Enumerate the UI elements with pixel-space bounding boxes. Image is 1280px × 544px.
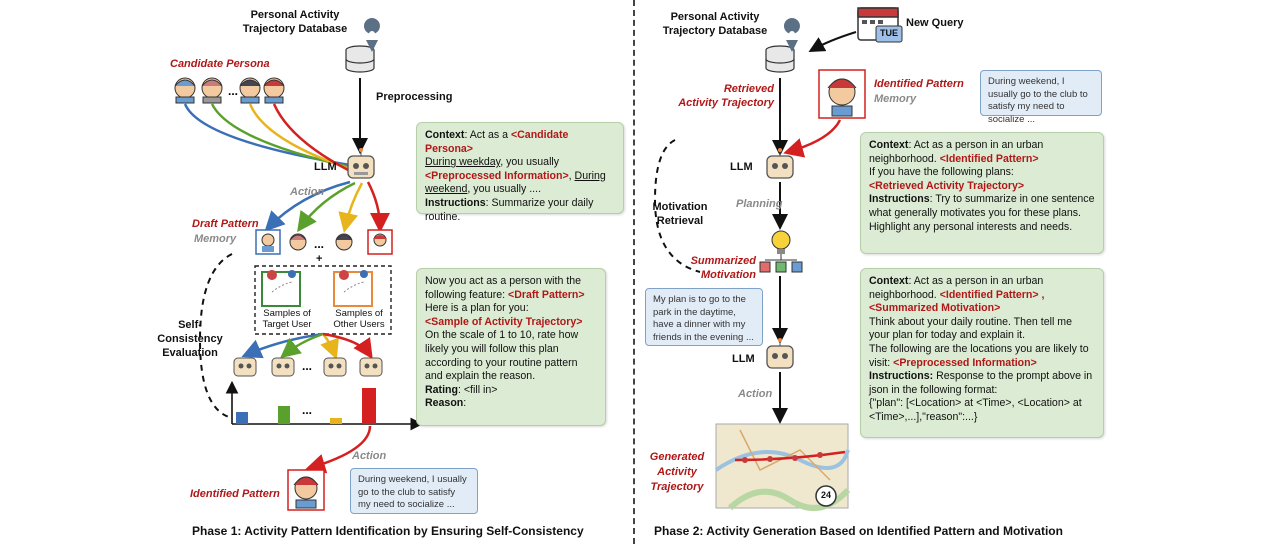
llm-label-right: LLM: [730, 161, 753, 173]
prompt-bubble-evaluation: Now you act as a person with the followi…: [416, 268, 606, 426]
samples-target-icon: [261, 270, 301, 307]
retrieved-trajectory-label: Retrieved Activity Trajectory: [678, 83, 774, 109]
motivation-retrieval-label: Motivation Retrieval: [652, 201, 708, 227]
memory-label-right: Memory: [874, 93, 917, 105]
motivation-retrieval-loop: [653, 139, 701, 273]
calendar-day: TUE: [880, 28, 898, 38]
rating-bars: ...: [236, 388, 376, 424]
self-consistency-label: Self- Consistency Evaluation: [157, 319, 223, 359]
prompt-bubble-motivation: Context: Act as a person in an urban nei…: [860, 132, 1104, 254]
llm-label-left: LLM: [314, 161, 337, 173]
preprocessing-label: Preprocessing: [376, 91, 453, 103]
rating-bar: [330, 418, 342, 424]
self-consistency-loop: [198, 253, 233, 419]
identified-pattern-label-left: Identified Pattern: [190, 488, 280, 500]
samples-other-icon: [333, 270, 373, 307]
new-query-label: New Query: [906, 17, 964, 29]
prompt-bubble-persona: Context: Act as a <Candidate Persona> Du…: [416, 122, 624, 223]
candidate-persona-label: Candidate Persona: [170, 58, 270, 70]
speech-bubble-left: During weekend, I usually go to the club…: [350, 468, 478, 514]
phase-1-title: Phase 1: Activity Pattern Identification…: [192, 524, 584, 538]
llm-label-right-2: LLM: [732, 353, 755, 365]
svg-text:...: ...: [314, 237, 324, 251]
phase-2-title: Phase 2: Activity Generation Based on Id…: [654, 524, 1063, 538]
memory-label-left: Memory: [194, 233, 237, 245]
rating-bar: [362, 388, 376, 424]
bars-ellipsis: ...: [302, 403, 312, 417]
speech-bubble-right-2: My plan is to go to the park in the dayt…: [645, 288, 763, 346]
trajectory-map: [714, 423, 851, 511]
speech-bubble-right-1: During weekend, I usually go to the club…: [980, 70, 1102, 125]
motivation-icon: [759, 230, 803, 273]
generated-trajectory-label: Generated Activity Trajectory: [649, 451, 705, 493]
calendar-icon: [857, 7, 903, 43]
evaluation-robots: ...: [233, 357, 383, 377]
action-label-left: Action: [290, 186, 325, 198]
samples-box: [254, 265, 392, 335]
rating-bar: [236, 412, 248, 424]
database-icon-right: [765, 18, 800, 73]
rating-bar: [278, 406, 290, 424]
clock-label: 24: [820, 490, 831, 500]
samples-other-label: Samples of Other Users: [333, 308, 385, 330]
planning-label: Planning: [736, 198, 783, 210]
llm-robot-icon: [347, 148, 375, 179]
action-label-left-2: Action: [352, 450, 387, 462]
samples-target-label: Samples of Target User: [262, 308, 312, 330]
plus-sign: +: [316, 253, 323, 265]
svg-text:...: ...: [228, 84, 238, 98]
llm-robot-icon-right: [766, 148, 794, 179]
svg-text:...: ...: [302, 359, 312, 373]
summarized-motivation-label: Summarized Motivation: [690, 255, 756, 281]
action-label-right: Action: [738, 388, 773, 400]
identified-pattern-avatar-left: [287, 469, 325, 511]
phase-divider: [633, 0, 635, 544]
candidate-persona-avatars: ...: [174, 77, 285, 104]
draft-pattern-avatars: ...: [255, 229, 393, 255]
prompt-bubble-generation: Context: Act as a person in an urban nei…: [860, 268, 1104, 438]
db-label-right: Personal Activity Trajectory Database: [662, 11, 768, 37]
database-icon: [345, 18, 380, 73]
identified-pattern-label-right: Identified Pattern: [874, 78, 964, 90]
db-label-left: Personal Activity Trajectory Database: [242, 9, 348, 35]
identified-pattern-avatar-right: [818, 69, 866, 119]
draft-pattern-label: Draft Pattern: [192, 218, 259, 230]
llm-robot-icon-right-2: [766, 338, 794, 369]
